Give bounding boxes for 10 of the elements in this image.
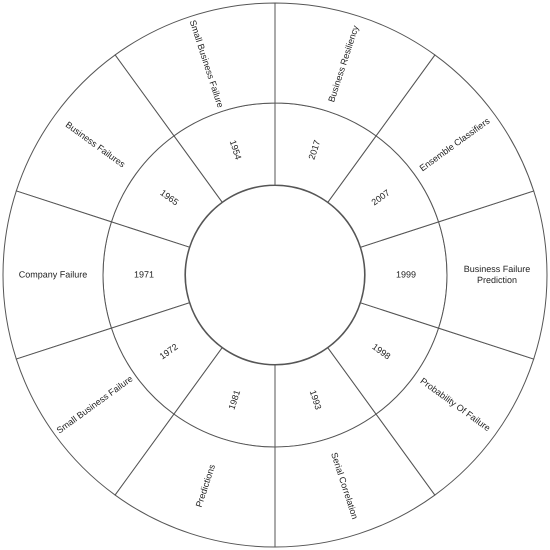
year-label: 1954 — [226, 139, 243, 162]
year-label: 1999 — [396, 269, 416, 281]
year-label: 1993 — [307, 388, 324, 411]
topic-label: Business Failure Prediction — [462, 264, 532, 286]
year-label: 1965 — [158, 188, 180, 208]
year-label: 1971 — [134, 269, 154, 281]
year-label: 2017 — [307, 139, 324, 162]
year-label: 1981 — [226, 388, 243, 411]
topic-label: Company Failure — [18, 269, 88, 281]
year-label: 1998 — [370, 342, 392, 362]
